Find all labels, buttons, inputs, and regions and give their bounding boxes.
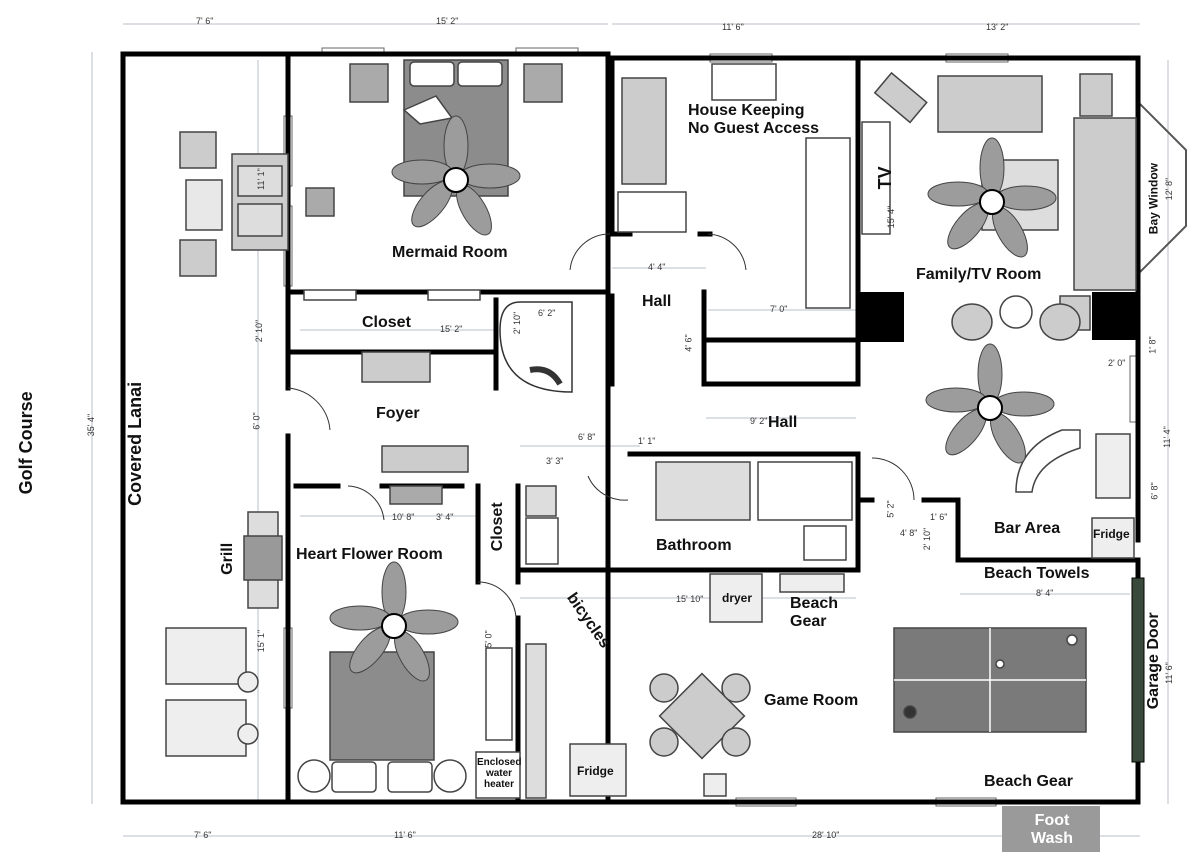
dim-closet-small-h: 5' 0": [483, 630, 494, 648]
dim-bottom-3: 28' 10": [812, 830, 840, 840]
dim-stair-w: 6' 2": [538, 308, 556, 318]
dim-bar-d2: 1' 6": [930, 512, 948, 522]
fan-mermaid: [391, 115, 521, 236]
grill-label: Grill: [219, 542, 237, 575]
dim-heart-door: 3' 4": [436, 512, 454, 522]
dim-bottom-2: 11' 6": [394, 830, 416, 840]
housekeeping-line1: House Keeping: [688, 102, 805, 119]
hall-lower-label: Hall: [768, 414, 798, 431]
dryer-label: dryer: [722, 591, 753, 605]
fridge-game-label: Fridge: [577, 764, 614, 778]
dim-door-w: 1' 1": [638, 436, 656, 446]
bathroom-fixtures: [525, 461, 853, 565]
dim-heart-w: 10' 8": [392, 512, 415, 522]
dim-bottom-1: 7' 6": [194, 830, 212, 840]
dim-top-1: 7' 6": [196, 16, 214, 26]
beach-gear-line2: Gear: [790, 612, 827, 630]
mermaid-furniture: [231, 59, 563, 251]
fan-heart: [329, 561, 459, 682]
garage-door-label: Garage Door: [1145, 612, 1163, 710]
dim-hall-w: 4' 4": [648, 262, 666, 272]
fireplace-left: [860, 292, 904, 342]
foot-wash-label: Foot Wash: [1012, 812, 1092, 847]
dim-garage-h: 11' 6": [1163, 662, 1174, 684]
dim-bay-w: 12' 8": [1164, 177, 1175, 201]
dim-heart-wall: 15' 1": [256, 629, 267, 653]
dim-left-total: 35' 4": [86, 413, 97, 437]
family-furniture: [873, 71, 1137, 559]
foot-wash-line1: Foot: [1034, 812, 1070, 829]
dim-stair-h: 2' 10": [512, 311, 523, 335]
hall-upper-label: Hall: [642, 293, 672, 310]
walls: [120, 51, 1141, 805]
fan-bar: [925, 343, 1055, 464]
beach-gear-upper-label: Beach Gear: [790, 595, 838, 630]
golf-course-label: Golf Course: [16, 391, 37, 495]
dim-bar-w: 4' 8": [900, 528, 918, 538]
dim-top-3: 11' 6": [722, 22, 744, 32]
housekeeping-furniture: [617, 63, 891, 309]
bar-area-label: Bar Area: [994, 520, 1061, 537]
dim-game-w: 15' 10": [676, 594, 704, 604]
garage-door-shape: [1131, 577, 1145, 763]
ceiling-fans: [329, 115, 1057, 682]
beach-towels-label: Beach Towels: [984, 565, 1090, 582]
fridge-bar-label: Fridge: [1093, 527, 1130, 541]
tv-label: TV: [875, 166, 896, 190]
covered-lanai-label: Covered Lanai: [125, 381, 146, 506]
dim-bath-h: 5' 2": [885, 500, 896, 518]
foyer-label: Foyer: [376, 405, 420, 422]
fireplace-right: [1092, 292, 1136, 340]
dim-fam-small2: 2' 0": [1108, 358, 1126, 368]
beach-gear-line1: Beach: [790, 595, 839, 612]
door-swings: [287, 233, 915, 619]
heart-flower-room-label: Heart Flower Room: [296, 546, 443, 563]
water-heater-label: Enclosed water heater: [477, 757, 521, 790]
bathroom-label: Bathroom: [656, 537, 732, 554]
dim-bar-right: 6' 8": [1149, 482, 1160, 500]
game-room-label: Game Room: [764, 692, 859, 709]
dim-closet-h: 2' 10": [254, 319, 265, 343]
dim-hall-len: 7' 0": [770, 304, 788, 314]
closet-small-label: Closet: [489, 502, 507, 552]
dim-bath-w: 6' 8": [578, 432, 596, 442]
beach-gear-bottom-label: Beach Gear: [984, 773, 1073, 790]
dim-hall2b: 4' 6": [683, 334, 694, 352]
dim-mermaid-wall: 11' 1": [255, 168, 266, 190]
family-tv-room-label: Family/TV Room: [916, 266, 1042, 283]
closet-top-label: Closet: [362, 314, 411, 331]
dim-bar-d1: 2' 10": [922, 527, 933, 551]
dim-top-2: 15' 2": [436, 16, 459, 26]
dim-top-4: 13' 2": [986, 22, 1009, 32]
dim-right-total: 11' 4": [1161, 426, 1172, 448]
bay-window-shape: [1139, 103, 1187, 273]
bay-window-label: Bay Window: [1146, 162, 1161, 235]
dim-foyer-h: 6' 0": [251, 412, 262, 430]
housekeeping-label: House Keeping No Guest Access: [688, 102, 819, 137]
dim-door2: 3' 3": [546, 456, 564, 466]
housekeeping-line2: No Guest Access: [688, 119, 820, 137]
game-furniture: [525, 573, 1100, 852]
mermaid-room-label: Mermaid Room: [392, 244, 508, 261]
dim-towel-w: 8' 4": [1036, 588, 1054, 598]
water-heater-line2: water: [485, 768, 513, 779]
lanai-furniture: [165, 131, 283, 757]
dim-tv-w: 15' 4": [886, 205, 897, 229]
spiral-stair: [499, 301, 573, 393]
fan-family: [927, 137, 1057, 258]
water-heater-line3: heater: [483, 779, 514, 790]
dim-hall2: 9' 2": [750, 416, 768, 426]
closet-details: [303, 289, 481, 505]
dim-closet-w: 15' 2": [440, 324, 463, 334]
dim-fam-small1: 1' 8": [1147, 336, 1158, 354]
water-heater-line1: Enclosed: [477, 757, 522, 768]
foot-wash-line2: Wash: [1030, 829, 1074, 847]
